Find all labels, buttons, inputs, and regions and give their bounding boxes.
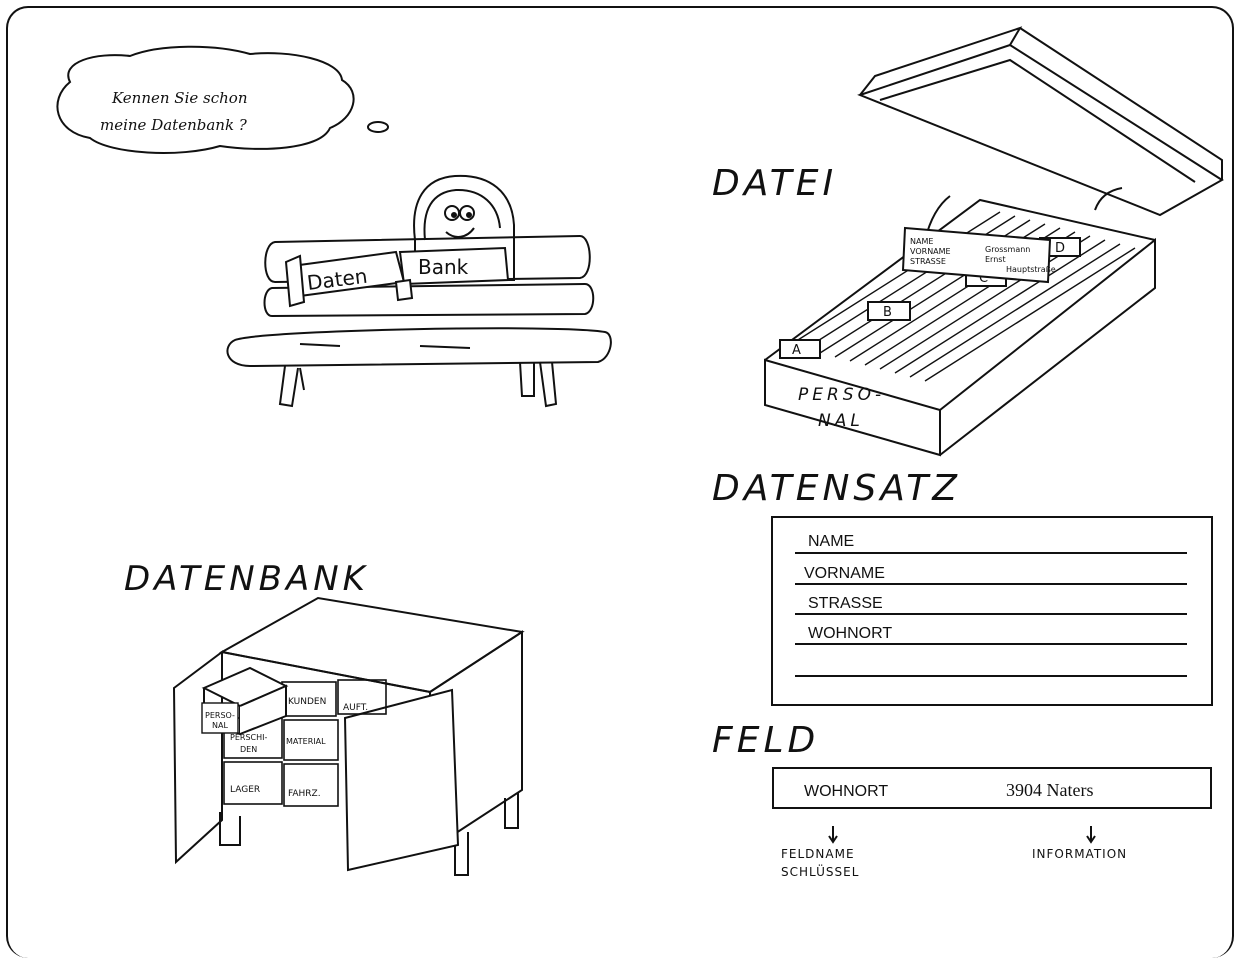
card-value-3: Hauptstraße (1006, 265, 1056, 274)
drawer-auft: AUFT. (343, 703, 368, 713)
drawer-perschi: PERSCHI- (230, 733, 267, 742)
drawer-lager: LAGER (230, 785, 260, 795)
cabinet-box-label-2: NAL (212, 721, 228, 730)
caption-feldname: FELDNAME (781, 847, 855, 861)
title-datenbank: DATENBANK (124, 559, 369, 599)
drawer-material: MATERIAL (286, 737, 326, 746)
title-datei: DATEI (712, 163, 837, 204)
bench-drawing: Daten Bank (227, 176, 610, 406)
tab-d-label: D (1055, 241, 1065, 256)
record-field-name: NAME (808, 533, 854, 550)
card-value-1: Grossmann (985, 245, 1030, 254)
field-name: WOHNORT (804, 783, 888, 800)
tab-a-label: A (792, 343, 801, 358)
cabinet-drawing: KUNDEN AUFT. PERSCHI- DEN MATERIAL LAGER… (174, 598, 522, 875)
bench-label-right: Bank (418, 255, 469, 279)
drawer-kunden: KUNDEN (288, 697, 326, 707)
thought-line-2: meine Datenbank ? (100, 116, 248, 134)
drawer-fahrz: FAHRZ. (288, 789, 321, 799)
thought-line-1: Kennen Sie schon (111, 89, 247, 107)
title-feld: FELD (712, 720, 819, 761)
record-field-strasse: STRASSE (808, 595, 883, 612)
caption-schluessel: SCHLÜSSEL (781, 863, 859, 879)
caption-information: INFORMATION (1032, 847, 1127, 861)
card-field-1: NAME (910, 237, 933, 246)
card-field-2: VORNAME (910, 247, 951, 256)
box-label-line-2: NAL (818, 411, 864, 431)
field-value: 3904 Naters (1006, 780, 1093, 800)
record-field-wohnort: WOHNORT (808, 625, 892, 642)
tab-b-label: B (883, 305, 892, 320)
box-label-line-1: PERSO- (798, 385, 885, 405)
cabinet-box-label-1: PERSO- (205, 711, 235, 720)
card-field-3: STRASSE (910, 257, 946, 266)
thought-bubble: Kennen Sie schon meine Datenbank ? (57, 47, 388, 153)
record-form: NAME VORNAME STRASSE WOHNORT (772, 517, 1212, 705)
title-datensatz: DATENSATZ (712, 468, 961, 509)
drawer-den: DEN (240, 745, 257, 754)
record-field-vorname: VORNAME (804, 565, 885, 582)
card-value-2: Ernst (985, 255, 1006, 264)
card-file-box: A B C D NAME VORNAME STRASSE Grossmann E… (765, 28, 1222, 455)
field-box: WOHNORT 3904 Naters FELDNAME SCHLÜSSEL I… (773, 768, 1211, 879)
